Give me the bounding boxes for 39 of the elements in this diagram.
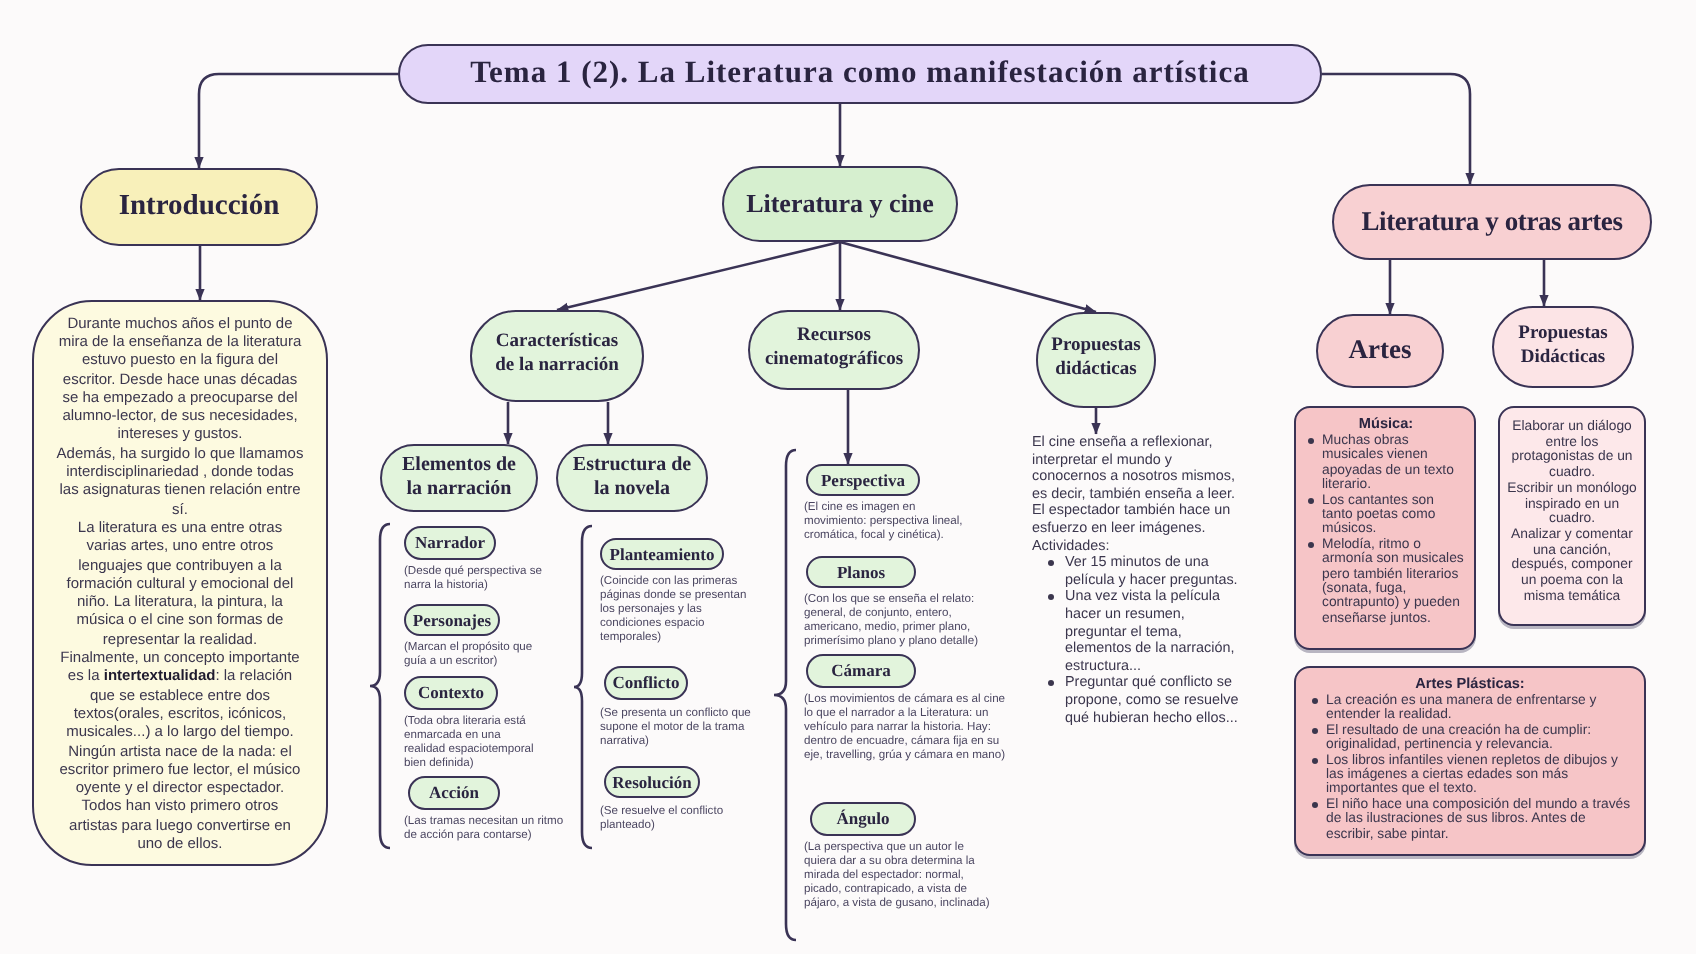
arrow [835,104,845,167]
concept-pill: Narrador [404,526,496,560]
info-card [1498,406,1646,626]
arrow [1385,260,1395,315]
concept-pill: Planos [806,556,916,588]
arrow [843,390,853,465]
subtopic-pill: Recursos cinematográficos [748,310,920,390]
subtopic-pill: Características de la narración [470,310,644,402]
topic-pill: Literatura y otras artes [1332,184,1652,260]
concept-pill: Cámara [806,654,916,688]
concept-pill: Conflicto [604,666,688,700]
subtopic-pill: Propuestas Didácticas [1492,306,1634,388]
subtopic-pill: Estructura de la novela [556,444,708,512]
arrow [503,402,513,445]
concept-pill: Ángulo [810,802,916,836]
title-pill: Tema 1 (2). La Literatura como manifestación artística [398,44,1322,104]
arrow [835,242,845,311]
arrow [1539,260,1549,307]
topic-pill: Introducción [80,168,318,246]
arrow [839,240,1097,314]
text-panel [32,300,328,866]
subtopic-pill: Elementos de la narración [380,444,538,512]
topic-pill: Literatura y cine [722,166,958,242]
arrow [556,240,841,312]
info-card [1294,666,1646,856]
topic-pill: Artes [1316,314,1444,388]
concept-pill: Perspectiva [806,464,920,496]
info-card [1294,406,1476,650]
concept-pill: Acción [408,776,500,810]
concept-pill: Resolución [604,766,700,798]
arrow [194,72,398,169]
concept-pill: Personajes [404,604,500,636]
arrow [1091,408,1101,435]
subtopic-pill: Propuestas didácticas [1036,312,1156,408]
arrow [603,402,613,445]
arrow [195,246,205,301]
concept-pill: Planteamiento [600,538,724,570]
concept-pill: Contexto [404,676,498,710]
arrow [1322,72,1475,185]
